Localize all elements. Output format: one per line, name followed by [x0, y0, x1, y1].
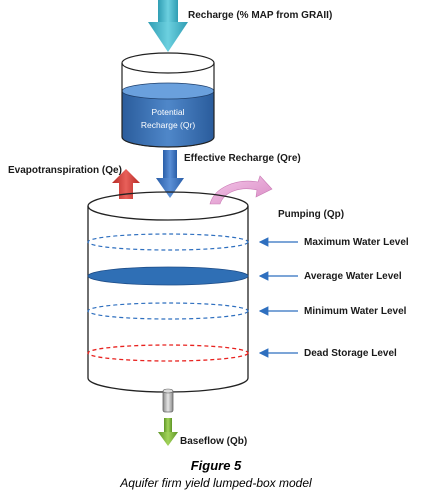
recharge-arrow	[148, 0, 188, 52]
maximum-water-level-label: Maximum Water Level	[304, 237, 409, 248]
average-water-level-label: Average Water Level	[304, 271, 402, 282]
baseflow-arrow	[158, 418, 178, 446]
dead-storage-level-ellipse	[87, 344, 249, 362]
effective-recharge-label: Effective Recharge (Qre)	[184, 153, 301, 164]
dead-storage-level-label: Dead Storage Level	[304, 348, 397, 359]
average-water-level-ellipse	[87, 266, 249, 286]
recharge-label: Recharge (% MAP from GRAII)	[188, 10, 332, 21]
minimum-water-level-ellipse	[87, 302, 249, 320]
evapotranspiration-label: Evapotranspiration (Qe)	[8, 165, 122, 176]
aquifer-cylinder	[87, 191, 249, 393]
maximum-water-level-ellipse	[87, 233, 249, 251]
potential-recharge-line2: Recharge (Qr)	[141, 120, 195, 130]
figure-title: Figure 5	[190, 458, 242, 473]
effective-recharge-arrow	[156, 150, 184, 198]
potential-recharge-line1: Potential	[151, 107, 184, 117]
potential-recharge-bucket	[121, 52, 215, 148]
pumping-label: Pumping (Qp)	[278, 209, 344, 220]
evapotranspiration-arrow	[112, 169, 140, 199]
figure-subtitle: Aquifer firm yield lumped-box model	[120, 476, 312, 490]
minimum-water-level-label: Minimum Water Level	[304, 306, 407, 317]
baseflow-pipe	[162, 388, 174, 413]
baseflow-label: Baseflow (Qb)	[180, 436, 247, 447]
